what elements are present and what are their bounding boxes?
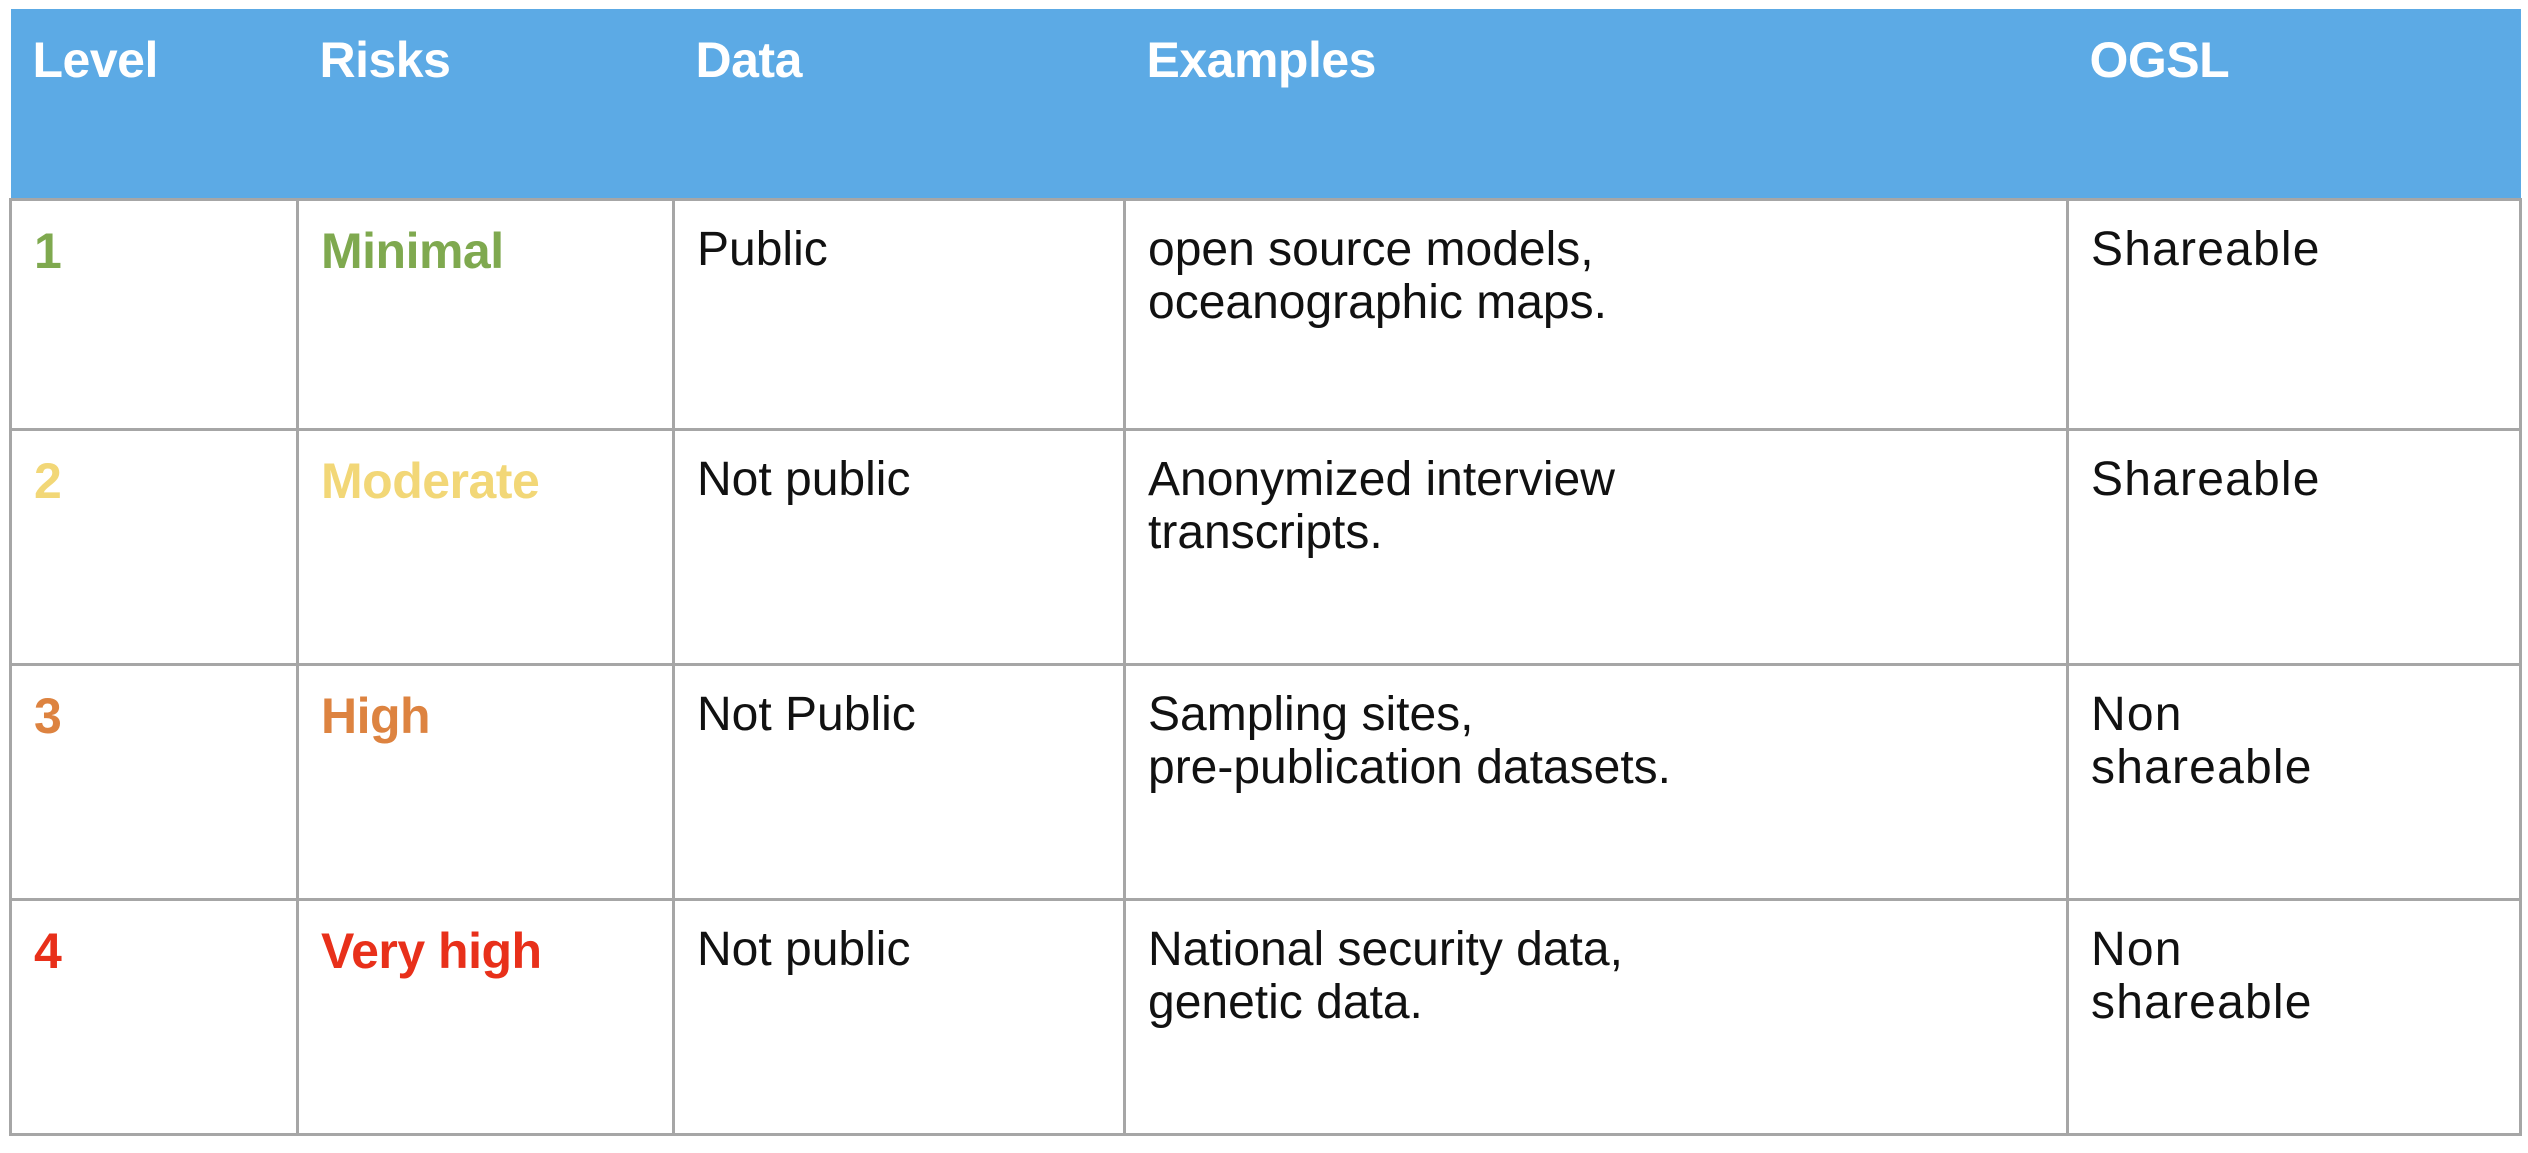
- examples-line-1: open source models,: [1148, 222, 1594, 276]
- cell-ogsl: Non shareable: [2066, 897, 2522, 1136]
- ogsl-line-1: Non: [2091, 687, 2183, 741]
- cell-level: 4: [9, 897, 299, 1136]
- column-header-examples: Examples: [1124, 9, 2068, 199]
- cell-examples: Sampling sites, pre-publication datasets…: [1123, 662, 2069, 901]
- table-row: 4 Very high Not public National security…: [9, 897, 2522, 1136]
- cell-data: Not public: [672, 897, 1126, 1136]
- cell-level: 1: [9, 197, 299, 431]
- examples-line-1: Anonymized interview: [1148, 452, 1615, 506]
- table-header: Level Risks Data Examples OGSL: [10, 9, 2521, 199]
- cell-examples: National security data, genetic data.: [1123, 897, 2069, 1136]
- cell-risk: Very high: [296, 897, 675, 1136]
- cell-risk: High: [296, 662, 675, 901]
- risk-classification-table: Level Risks Data Examples OGSL 1 Minimal…: [9, 9, 2522, 1136]
- examples-line-2: pre-publication datasets.: [1148, 741, 1671, 795]
- cell-level: 3: [9, 662, 299, 901]
- column-header-ogsl: OGSL: [2067, 9, 2521, 199]
- cell-data: Not public: [672, 427, 1126, 666]
- cell-data: Public: [672, 197, 1126, 431]
- table-body: 1 Minimal Public open source models, oce…: [9, 197, 2522, 1136]
- ogsl-line-1: Shareable: [2091, 222, 2321, 276]
- examples-line-1: Sampling sites,: [1148, 687, 1474, 741]
- cell-ogsl: Shareable: [2066, 427, 2522, 666]
- examples-line-2: genetic data.: [1148, 976, 1423, 1030]
- cell-data: Not Public: [672, 662, 1126, 901]
- column-header-risks: Risks: [297, 9, 674, 199]
- table-row: 2 Moderate Not public Anonymized intervi…: [9, 427, 2522, 666]
- ogsl-line-2: shareable: [2091, 976, 2313, 1030]
- column-header-data: Data: [673, 9, 1125, 199]
- cell-examples: Anonymized interview transcripts.: [1123, 427, 2069, 666]
- ogsl-line-1: Non: [2091, 922, 2183, 976]
- cell-examples: open source models, oceanographic maps.: [1123, 197, 2069, 431]
- table-row: 1 Minimal Public open source models, oce…: [9, 197, 2522, 431]
- table-row: 3 High Not Public Sampling sites, pre-pu…: [9, 662, 2522, 901]
- examples-line-1: National security data,: [1148, 922, 1623, 976]
- ogsl-line-2: shareable: [2091, 741, 2313, 795]
- examples-line-2: oceanographic maps.: [1148, 276, 1607, 330]
- ogsl-line-1: Shareable: [2091, 452, 2321, 506]
- column-header-level: Level: [10, 9, 298, 199]
- cell-level: 2: [9, 427, 299, 666]
- table-header-row: Level Risks Data Examples OGSL: [10, 9, 2521, 199]
- cell-risk: Moderate: [296, 427, 675, 666]
- cell-ogsl: Shareable: [2066, 197, 2522, 431]
- examples-line-2: transcripts.: [1148, 506, 1383, 560]
- risk-classification-table-container: Level Risks Data Examples OGSL 1 Minimal…: [9, 9, 2522, 1136]
- cell-ogsl: Non shareable: [2066, 662, 2522, 901]
- cell-risk: Minimal: [296, 197, 675, 431]
